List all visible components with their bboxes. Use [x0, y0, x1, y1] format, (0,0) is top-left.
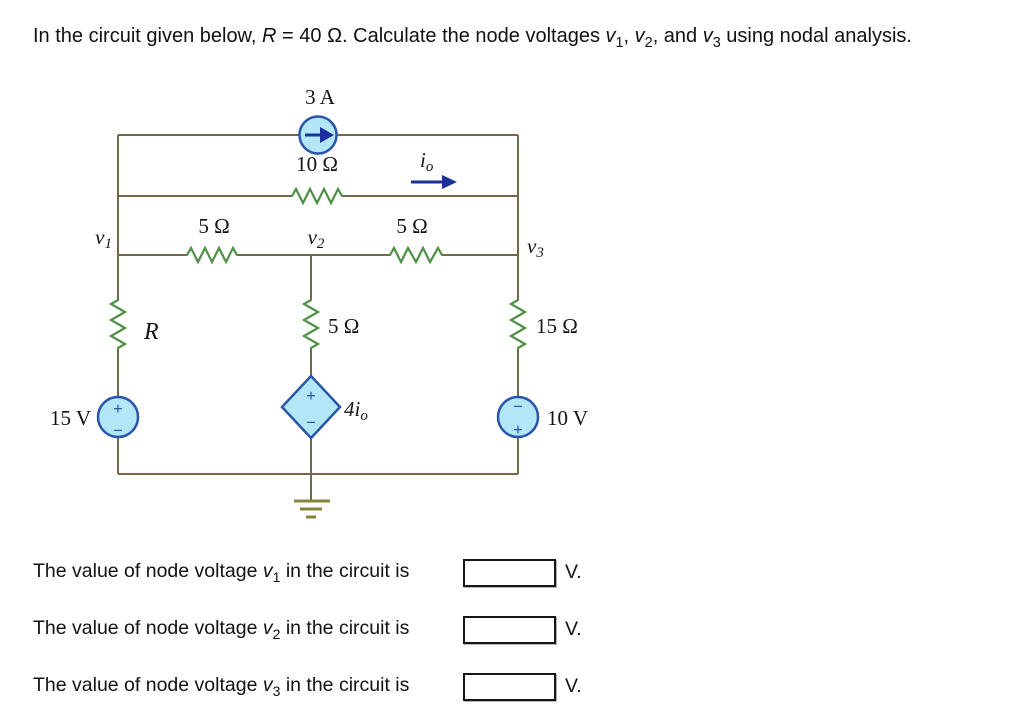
label-10ohm: 10 Ω [296, 152, 338, 176]
unit-label-v2: V. [565, 618, 582, 640]
label-10V: 10 V [547, 406, 588, 430]
current-source-arrowhead-icon [320, 127, 334, 143]
var-v3: v [702, 25, 713, 47]
io-arrowhead-icon [442, 175, 457, 189]
question-text-v2: The value of node voltage v2 in the circ… [33, 617, 410, 642]
label-4io: 4io [344, 397, 368, 424]
problem-text: In the circuit given below, [33, 25, 263, 47]
resistor-15ohm [508, 298, 528, 350]
var-v1: v [605, 25, 616, 47]
var-v3-sub: 3 [712, 35, 721, 51]
var-v2-sub: 2 [644, 35, 653, 51]
problem-text: = 40 Ω. Calculate the node voltages [276, 25, 606, 47]
label-15V: 15 V [50, 406, 91, 430]
answer-input-v3[interactable] [463, 672, 556, 701]
voltage-source-10V [496, 395, 540, 439]
var-v1-sub: 1 [615, 35, 624, 51]
dep-plus-sign: + [306, 386, 316, 405]
resistor-R [108, 298, 128, 350]
dependent-source-4io [280, 374, 342, 440]
var-v2: v [634, 25, 645, 47]
voltage-source-15V [96, 395, 140, 439]
problem-statement: In the circuit given below, R = 40 Ω. Ca… [33, 25, 912, 51]
vs15-minus-sign: − [113, 421, 123, 440]
dep-minus-sign: − [306, 413, 316, 432]
label-5ohm-right: 5 Ω [396, 214, 427, 238]
ground-symbol [294, 499, 330, 519]
label-node-v1: v1 [95, 225, 112, 252]
unit-label-v3: V. [565, 675, 582, 697]
question-row-v2: The value of node voltage v2 in the circ… [33, 613, 582, 646]
resistor-5ohm-mid [301, 298, 321, 350]
label-node-v3: v3 [527, 234, 544, 261]
label-node-v2: v2 [308, 225, 325, 252]
answer-input-v1[interactable] [463, 558, 556, 587]
problem-text: , and [652, 25, 703, 47]
vs10-plus-sign: + [513, 420, 523, 439]
vs10-minus-sign: − [513, 397, 523, 416]
label-5ohm-left: 5 Ω [198, 214, 229, 238]
label-R: R [143, 319, 159, 345]
answer-input-v2[interactable] [463, 615, 556, 644]
problem-text: , [623, 25, 635, 47]
unit-label-v1: V. [565, 561, 582, 583]
question-text-v1: The value of node voltage v1 in the circ… [33, 560, 410, 585]
question-text-v3: The value of node voltage v3 in the circ… [33, 674, 410, 699]
problem-text: using nodal analysis. [720, 25, 912, 47]
resistor-5ohm-right [388, 245, 444, 265]
resistor-10ohm [290, 186, 344, 206]
vs15-plus-sign: + [113, 399, 123, 418]
var-R: R [262, 25, 277, 47]
label-5ohm-mid: 5 Ω [328, 314, 359, 338]
circuit-wires [117, 134, 519, 500]
resistor-5ohm-left [185, 245, 239, 265]
label-3A: 3 A [305, 85, 336, 109]
label-io: io [420, 148, 434, 175]
label-15ohm: 15 Ω [536, 314, 578, 338]
question-row-v1: The value of node voltage v1 in the circ… [33, 556, 582, 589]
question-row-v3: The value of node voltage v3 in the circ… [33, 670, 582, 703]
